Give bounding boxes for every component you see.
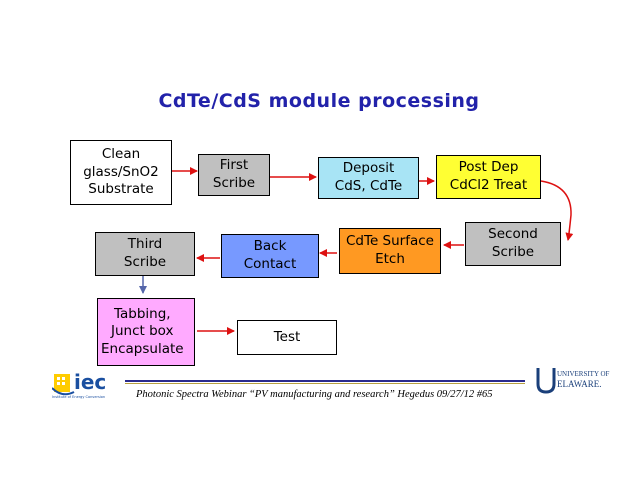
- box-tabbing: Tabbing, Junct box Encapsulate: [97, 298, 195, 366]
- slide-title: CdTe/CdS module processing: [158, 90, 480, 112]
- udel-logo: UNIVERSITY OF ELAWARE.: [535, 366, 609, 394]
- box-second-scribe: Second Scribe: [465, 222, 561, 266]
- udel-logo-line2: ELAWARE.: [557, 379, 602, 389]
- iec-logo-subtext: Institute of Energy Conversion: [52, 395, 106, 399]
- box-third-scribe: Third Scribe: [95, 232, 195, 276]
- box-deposit: Deposit CdS, CdTe: [318, 157, 419, 199]
- iec-logo-text: iec: [74, 370, 107, 394]
- iec-logo: iec Institute of Energy Conversion: [51, 368, 122, 404]
- footer-rule-blue: [125, 380, 525, 382]
- ud-monogram-icon: [536, 368, 556, 394]
- udel-logo-line1: UNIVERSITY OF: [557, 370, 610, 378]
- box-surface-etch: CdTe Surface Etch: [339, 228, 441, 274]
- arrow-postdep-to-second: [540, 180, 574, 241]
- sun-icon: [51, 374, 75, 396]
- footer-citation: Photonic Spectra Webinar “PV manufacturi…: [136, 389, 493, 400]
- box-test: Test: [237, 320, 337, 355]
- box-back-contact: Back Contact: [221, 234, 319, 278]
- box-first-scribe: First Scribe: [198, 154, 270, 196]
- footer-rule-gold: [125, 383, 525, 384]
- box-post-dep: Post Dep CdCl2 Treat: [436, 155, 541, 199]
- box-clean-substrate: Clean glass/SnO2 Substrate: [70, 140, 172, 205]
